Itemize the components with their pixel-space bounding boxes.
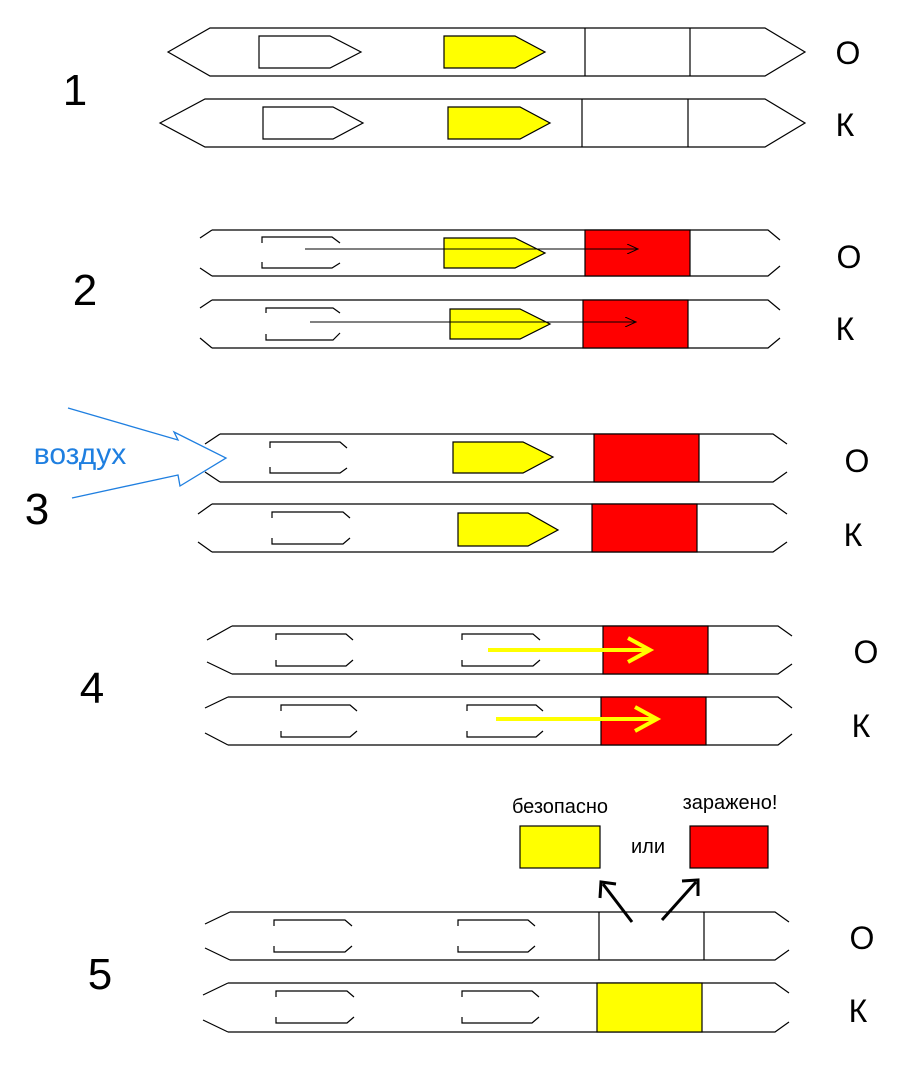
step-5-number: 5 [88,950,112,999]
air-label: воздух [34,438,127,471]
step-4-number: 4 [80,664,104,713]
step-2-tube-o-open-capsule [261,236,341,269]
step-5-tube-o [204,911,790,961]
step-2-tube-o [199,229,781,277]
step-3-label-o: О [845,443,870,479]
step-1-tube-k-yellow-capsule [447,106,552,140]
step-4-label-k: К [852,708,871,744]
step-3-tube-o-open-capsule [269,441,348,474]
infected-swatch [689,825,769,869]
step-4-tube-o-yellow-arrow [488,636,655,664]
result-arrow-safe [598,880,634,923]
step-1-tube-o-empty-capsule [258,35,363,69]
step-3-number: 3 [25,485,49,534]
step-3-tube-o-yellow-capsule [452,441,555,474]
or-label: или [631,836,665,858]
step-2-number: 2 [73,266,97,315]
step-5-label-k: К [849,993,868,1029]
step-1-tube-o-yellow-capsule [443,35,547,69]
step-3-tube-k-open-capsule [271,511,351,545]
infected-label: заражено! [683,792,778,814]
air-flow-arrow [67,407,228,499]
step-2-label-o: О [837,239,862,275]
step-3-tube-o [204,433,788,483]
step-1-tube-k-empty-capsule [262,106,365,140]
step-2-tube-k [199,299,781,349]
step-5-tube-k [202,982,790,1033]
step-1-tube-k [158,98,807,148]
safe-swatch [519,825,601,869]
step-3-tube-o-red-zone [593,433,700,483]
step-4-tube-o-open-yellow-capsule [461,633,541,667]
safe-label: безопасно [512,796,608,818]
step-3-tube-k-red-zone [591,503,698,553]
step-5-tube-k-yellow-zone [596,982,703,1033]
step-1-tube-o [166,27,807,77]
result-arrow-infected [660,878,700,922]
step-2-tube-k-red-zone [582,299,689,349]
step-4-tube-k-yellow-arrow [496,705,662,733]
step-3-tube-k [197,503,788,553]
step-4-tube-k [204,696,793,746]
step-4-tube-k-open-capsule [280,704,358,738]
step-5-tube-o-open-capsule [273,919,353,953]
step-1-label-k: К [836,107,855,143]
step-1-label-o: О [836,35,861,71]
step-2-label-k: К [836,311,855,347]
step-4-tube-k-open-yellow-capsule [466,704,544,738]
step-1-number: 1 [63,66,87,115]
step-5-tube-k-open-capsule [275,990,355,1024]
step-2-tube-k-yellow-capsule [449,308,552,340]
step-5-label-o: О [850,920,875,956]
step-2-tube-k-open-capsule [265,307,341,341]
step-4-label-o: О [854,634,879,670]
step-3-label-k: К [844,517,863,553]
step-5-tube-k-open-yellow-capsule [461,990,540,1024]
step-2-tube-o-red-zone [584,229,691,277]
step-4-tube-o-open-capsule [275,633,354,667]
step-3-tube-k-yellow-capsule [457,512,560,547]
step-2-tube-o-yellow-capsule [443,237,547,269]
step-4-tube-o [206,625,793,675]
step-5-tube-o-open-yellow-capsule [457,919,536,953]
